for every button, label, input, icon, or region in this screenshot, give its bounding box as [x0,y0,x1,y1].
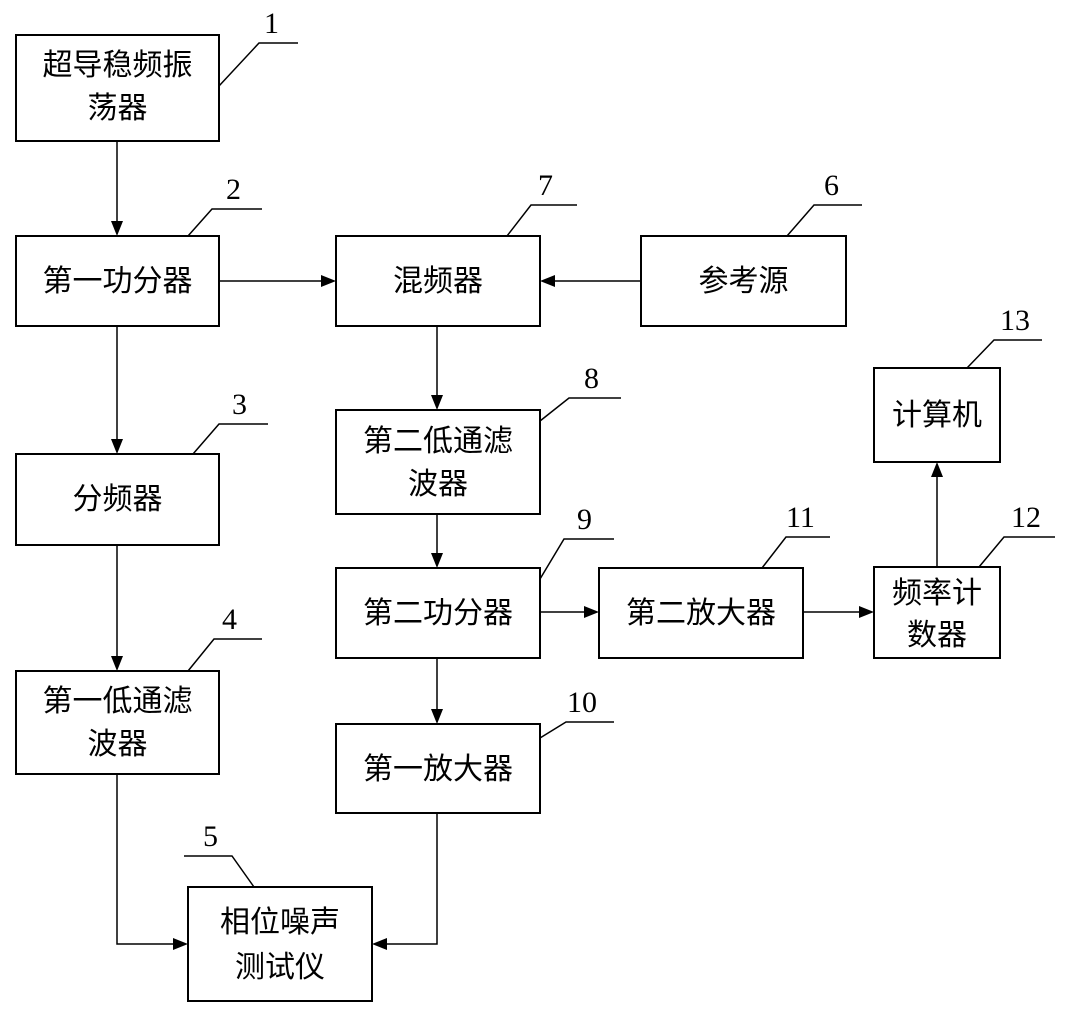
block-b11-line-1: 第二放大器 [626,596,776,631]
leader-b8 [540,398,621,421]
wire-b10-b5 [372,813,437,950]
wire-b2-b7 [219,275,336,287]
leader-b5 [184,856,254,887]
leader-b6 [787,205,862,236]
wire-b4-b5 [117,774,188,950]
block-b12-number: 12 [1011,501,1041,534]
block-b1-line-2: 荡器 [88,91,148,126]
wire-b3-b4 [111,545,123,671]
block-b12-line-2: 数器 [907,618,967,653]
block-b10: 第一放大器 10 [336,686,614,813]
block-b2-number: 2 [226,173,241,206]
wire-b1-b2 [111,141,123,236]
leader-b7 [507,205,577,236]
block-b5-number: 5 [203,820,218,853]
block-b7-line-1: 混频器 [393,264,483,299]
block-b6-line-1: 参考源 [699,264,789,299]
block-b1: 超导稳频振 荡器 1 [16,7,298,141]
block-b5-line-1: 相位噪声 [220,905,340,940]
wire-b9-b10 [431,658,443,724]
wire-b8-b9 [431,514,443,568]
block-b13-number: 13 [1000,304,1030,337]
leader-b12 [979,537,1055,567]
block-b6: 参考源 6 [641,169,862,326]
leader-b3 [193,424,268,454]
leader-b2 [188,209,262,236]
block-b10-line-1: 第一放大器 [363,752,513,787]
block-b9: 第二功分器 9 [336,503,614,658]
block-b3: 分频器 3 [16,388,268,545]
block-b11: 第二放大器 11 [599,501,830,658]
wire-b6-b7 [540,275,641,287]
wire-b9-b11 [539,606,599,618]
block-b7: 混频器 7 [336,169,577,326]
block-b10-number: 10 [567,686,597,719]
wire-b12-b13 [931,462,943,567]
leader-b10 [540,722,614,738]
block-b4-number: 4 [222,603,237,636]
wire-b11-b12 [803,606,874,618]
block-b8: 第二低通滤 波器 8 [336,362,621,514]
block-b5: 相位噪声 测试仪 5 [184,820,372,1001]
block-b2-line-1: 第一功分器 [43,264,193,299]
block-b4: 第一低通滤 波器 4 [16,603,262,774]
block-b4-line-1: 第一低通滤 [43,684,193,719]
block-b12: 频率计 数器 12 [874,501,1055,658]
block-b13: 计算机 13 [874,304,1042,462]
block-b3-line-1: 分频器 [73,482,163,517]
block-b13-line-1: 计算机 [892,398,982,433]
block-b5-line-2: 测试仪 [235,950,325,985]
leader-b11 [762,537,830,568]
block-b2: 第一功分器 2 [16,173,262,326]
block-b7-number: 7 [538,169,553,202]
block-b6-number: 6 [824,169,839,202]
block-b12-line-1: 频率计 [892,576,982,611]
leader-b13 [967,340,1042,368]
wire-b7-b8 [431,326,443,410]
leader-b4 [188,639,262,671]
block-b9-number: 9 [577,503,592,536]
block-b3-number: 3 [232,388,247,421]
block-b9-line-1: 第二功分器 [363,596,513,631]
block-b1-number: 1 [264,7,279,40]
block-b1-line-1: 超导稳频振 [43,48,193,83]
wire-b2-b3 [111,326,123,454]
block-b11-number: 11 [786,501,815,534]
block-b8-number: 8 [584,362,599,395]
block-b8-line-2: 波器 [408,467,468,502]
leader-b1 [219,43,298,86]
block-b8-line-1: 第二低通滤 [363,424,513,459]
block-b4-line-2: 波器 [88,727,148,762]
